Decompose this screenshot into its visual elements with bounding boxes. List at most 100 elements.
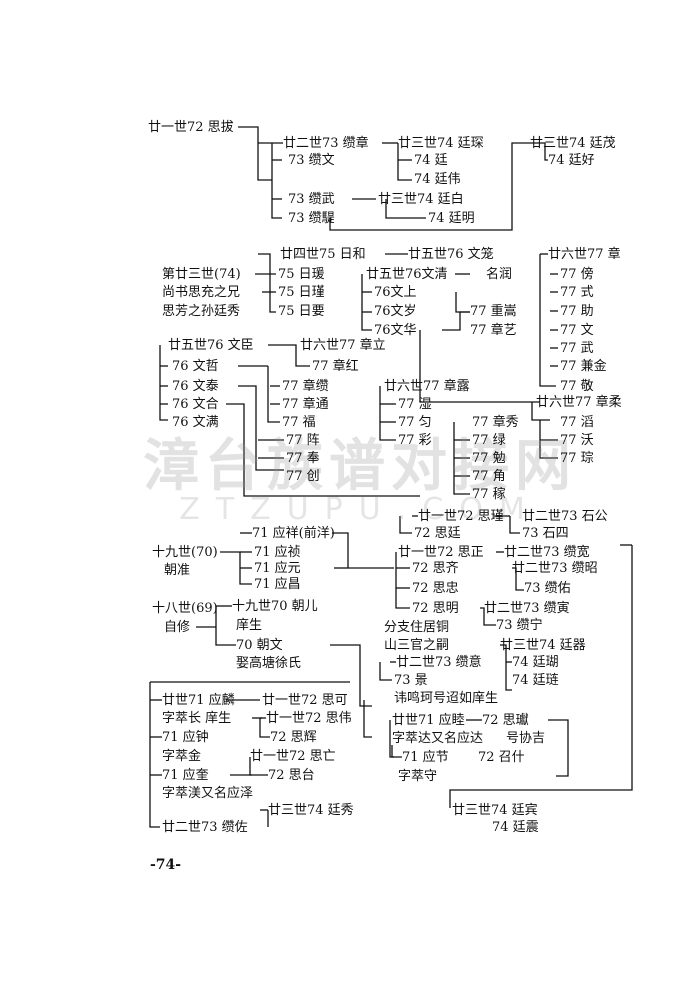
entry-zhangtong: 77 章通: [282, 397, 329, 412]
entry-siming: 72 思明: [412, 601, 459, 616]
entry-wo: 77 沃: [560, 433, 594, 448]
entry-zuankuan: 廿二世73 缵宽: [504, 545, 590, 560]
entry-yingyuan: 71 应元: [254, 561, 301, 576]
entry-zhanghong: 77 章红: [312, 359, 359, 374]
entry-chaozhun: 朝准: [164, 563, 191, 578]
entry-tingmao: 廿三世74 廷茂: [530, 136, 616, 151]
entry-wenhua: 76文华: [374, 323, 417, 338]
entry-note-sike: 讳鸣珂号迢如庠生: [394, 691, 499, 706]
page-number: -74-: [150, 857, 182, 873]
entry-ting: 74 廷: [414, 153, 448, 168]
entry-riyuan: 75 日瑗: [278, 267, 325, 282]
entry-wenman: 76 文满: [172, 415, 219, 430]
entry-sizheng: 廿一世72 思正: [398, 545, 484, 560]
entry-zuanwu: 73 缵武: [288, 192, 335, 207]
entry-zuanzuo: 廿二世73 缵佐: [162, 820, 248, 835]
entry-tinglian: 74 廷琏: [512, 673, 559, 688]
entry-yingzhen: 71 应祯: [254, 545, 301, 560]
entry-zixiu: 自修: [164, 620, 191, 635]
entry-note-cuizhang: 字萃长 庠生: [162, 711, 232, 726]
entry-chuang: 77 创: [286, 469, 320, 484]
entry-tingwei: 74 廷伟: [414, 172, 461, 187]
entry-zhen: 77 阵: [286, 433, 320, 448]
entry-zhangyi: 77 章艺: [470, 323, 517, 338]
entry-lu: 77 绿: [472, 433, 506, 448]
entry-tao: 77 滔: [560, 415, 594, 430]
entry-yinglin: 廿世71 应麟: [162, 693, 235, 708]
entry-jing2: 73 景: [394, 673, 428, 688]
entry-sihui: 72 思辉: [270, 730, 317, 745]
entry-siting: 72 思廷: [414, 526, 461, 541]
entry-18th-gen: 十八世(69): [152, 601, 218, 616]
entry-yingkui: 71 应奎: [162, 768, 209, 783]
entry-sitai: 72 思台: [268, 768, 315, 783]
entry-wenhe: 76 文合: [172, 397, 219, 412]
entry-note-xieji: 号协吉: [506, 731, 546, 746]
entry-sike: 廿一世72 思可: [262, 693, 348, 708]
entry-sihuan: 72 思瓛: [482, 713, 529, 728]
entry-zhu: 77 助: [560, 304, 594, 319]
entry-yingmu: 廿世71 应睦: [392, 713, 465, 728]
entry-cong: 77 琮: [560, 451, 594, 466]
entry-zuanwen: 73 缵文: [288, 153, 335, 168]
entry-zhongsong: 77 重嵩: [470, 304, 517, 319]
entry-tingqi: 廿三世74 廷器: [500, 638, 586, 653]
entry-zuanyou: 73 缵佑: [524, 581, 571, 596]
entry-zhanglu: 廿六世77 章露: [384, 379, 470, 394]
entry-jing: 77 敬: [560, 379, 594, 394]
entry-zuanning: 73 缵宁: [496, 618, 543, 633]
entry-jianjin: 77 兼金: [560, 359, 607, 374]
watermark-text: 漳台族谱对接网: [143, 434, 577, 499]
entry-tingming: 74 廷明: [428, 211, 475, 226]
entry-mingrun: 名润: [486, 267, 513, 282]
entry-yun: 77 匀: [398, 415, 432, 430]
entry-rijin: 75 日瑾: [278, 285, 325, 300]
entry-tingbin: 廿三世74 廷宾: [452, 803, 538, 818]
entry-note-grandson: 思芳之孙廷秀: [162, 304, 241, 319]
entry-note-marriage: 娶高塘徐氏: [236, 656, 302, 671]
entry-feng: 77 奉: [286, 451, 320, 466]
entry-shigong: 廿二世73 石公: [522, 509, 608, 524]
entry-zuanzhang: 廿二世73 缵章: [283, 136, 369, 151]
entry-wenchen: 廿五世76 文臣: [168, 338, 254, 353]
entry-note-cuishou: 字萃守: [398, 769, 438, 784]
entry-tingzhen: 74 廷震: [492, 820, 539, 835]
entry-note-brother: 尚书思充之兄: [162, 285, 241, 300]
entry-wenlong: 廿五世76 文笼: [408, 247, 494, 262]
entry-shisi: 73 石四: [522, 526, 569, 541]
entry-cai: 77 彩: [398, 433, 432, 448]
entry-wu: 77 武: [560, 341, 594, 356]
entry-riyao: 75 日要: [278, 304, 325, 319]
entry-bang: 77 傍: [560, 267, 594, 282]
entry-yingxiang: 71 应祥(前洋): [252, 526, 335, 541]
entry-tinghu: 74 廷瑚: [512, 655, 559, 670]
entry-fu: 77 福: [282, 415, 316, 430]
entry-wen: 77 文: [560, 323, 594, 338]
entry-yingjie: 71 应节: [402, 750, 449, 765]
entry-yingchang: 71 应昌: [254, 577, 301, 592]
entry-zhaoshi: 72 召什: [478, 750, 525, 765]
entry-rihe: 廿四世75 日和: [280, 247, 366, 262]
entry-wentai: 76 文泰: [172, 379, 219, 394]
entry-zhangzuan: 77 章缵: [282, 379, 329, 394]
watermark-url: ZTZUPU.COM: [179, 492, 541, 527]
entry-19th-gen: 十九世(70): [152, 545, 218, 560]
entry-note-branch: 分支住居铜: [384, 620, 450, 635]
entry-jia: 77 稼: [472, 487, 506, 502]
entry-shi2: 77 湿: [398, 397, 432, 412]
entry-zuanyin: 廿二世73 缵寅: [484, 601, 570, 616]
entry-mian: 77 勉: [472, 451, 506, 466]
entry-xiangsheng: 庠生: [236, 618, 263, 633]
entry-tingchen: 廿三世74 廷琛: [398, 136, 484, 151]
entry-tinghao: 74 廷好: [548, 153, 595, 168]
entry-wenshang: 76文上: [374, 285, 417, 300]
entry-zuanti: 73 缵騠: [288, 211, 335, 226]
entry-sijin: 廿一世72 思瑾: [418, 509, 504, 524]
entry-zhangxiu: 77 章秀: [472, 415, 519, 430]
entry-sizhong: 72 思忠: [412, 581, 459, 596]
entry-note-cuimei: 字萃渼又名应泽: [162, 786, 254, 801]
entry-siwang: 廿一世72 思亡: [250, 749, 336, 764]
entry-yingzhong: 71 应钟: [162, 730, 209, 745]
entry-tingxiu-header: 第廿三世(74): [162, 267, 241, 282]
